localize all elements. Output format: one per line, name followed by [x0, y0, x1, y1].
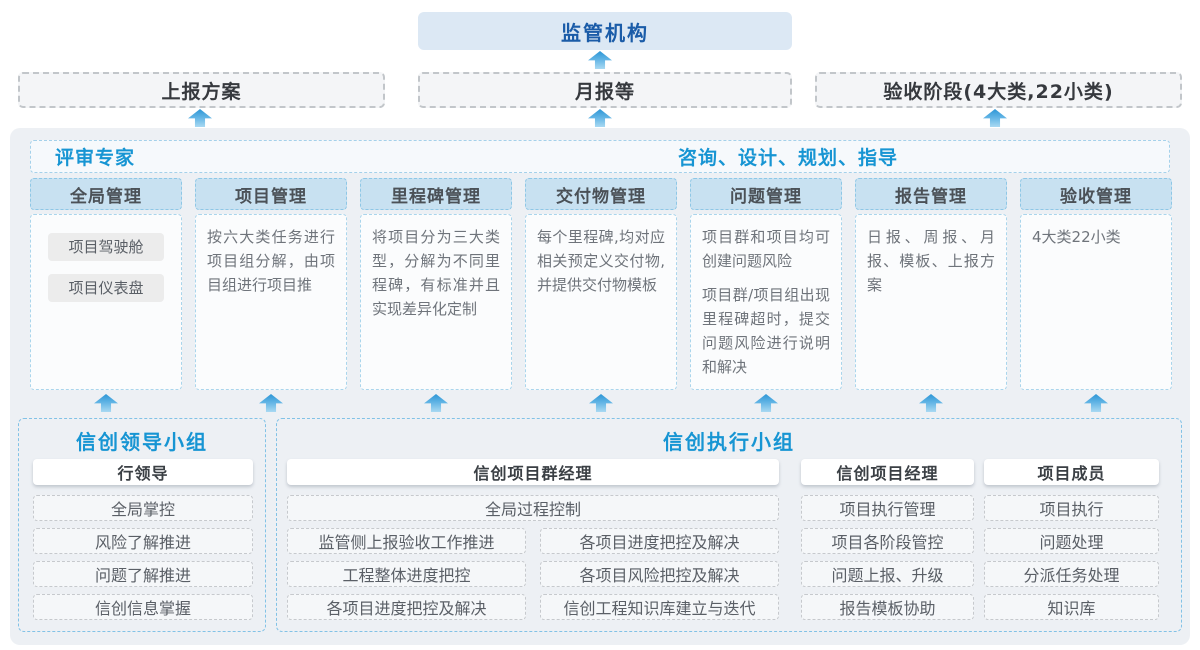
column-title: 交付物管理	[525, 178, 677, 210]
column-body: 每个里程碑,均对应相关预定义交付物,并提供交付物模板	[525, 214, 677, 390]
column-paragraph: 项目群和项目均可创建问题风险	[702, 228, 830, 270]
pill-cockpit: 项目驾驶舱	[48, 233, 164, 261]
column-body: 按六大类任务进行项目组分解，由项目组进行项目推	[195, 214, 347, 390]
arrow-up-icon	[919, 394, 943, 412]
column-title: 验收管理	[1020, 178, 1172, 210]
arrow-up-icon	[1084, 394, 1108, 412]
arrow-up-icon	[188, 109, 212, 127]
arrow-up-icon	[588, 109, 612, 127]
column-body: 项目群和项目均可创建问题风险 项目群/项目组出现里程碑超时，提交问题风险进行说明…	[690, 214, 842, 390]
proj-item: 项目执行管理	[801, 495, 974, 521]
arrow-up-icon	[754, 394, 778, 412]
column-deliverable-mgmt: 交付物管理 每个里程碑,均对应相关预定义交付物,并提供交付物模板	[525, 178, 677, 390]
leader-item: 风险了解推进	[33, 528, 253, 554]
member-item: 项目执行	[984, 495, 1159, 521]
role-bank-leader: 行领导	[33, 459, 253, 485]
member-item: 知识库	[984, 594, 1159, 620]
column-milestone-mgmt: 里程碑管理 将项目分为三大类型，分解为不同里程碑，有标准并且实现差异化定制	[360, 178, 512, 390]
member-item: 分派任务处理	[984, 561, 1159, 587]
arrow-up-icon	[589, 394, 613, 412]
proj-item: 问题上报、升级	[801, 561, 974, 587]
consulting-label: 咨询、设计、规划、指导	[678, 146, 899, 169]
execution-group-title: 信创执行小组	[663, 430, 795, 454]
role-project-manager: 信创项目经理	[801, 459, 974, 485]
column-title: 项目管理	[195, 178, 347, 210]
pm-item: 各项目风险把控及解决	[540, 561, 779, 587]
pm-item: 信创工程知识库建立与迭代	[540, 594, 779, 620]
column-title: 全局管理	[30, 178, 182, 210]
column-title: 报告管理	[855, 178, 1007, 210]
leader-item: 信创信息掌握	[33, 594, 253, 620]
column-title: 问题管理	[690, 178, 842, 210]
review-experts-label: 评审专家	[55, 146, 136, 169]
platform-container: 评审专家 咨询、设计、规划、指导 全局管理 项目驾驶舱 项目仪表盘 项目管理 按…	[10, 128, 1190, 645]
column-acceptance-mgmt: 验收管理 4大类22小类	[1020, 178, 1172, 390]
role-program-manager: 信创项目群经理	[287, 459, 779, 485]
proj-item: 项目各阶段管控	[801, 528, 974, 554]
report-box-plan: 上报方案	[18, 72, 385, 108]
arrow-up-icon	[94, 394, 118, 412]
arrow-up-icon	[588, 51, 612, 69]
report-box-acceptance: 验收阶段(4大类,22小类)	[815, 72, 1182, 108]
member-item: 问题处理	[984, 528, 1159, 554]
column-body: 将项目分为三大类型，分解为不同里程碑，有标准并且实现差异化定制	[360, 214, 512, 390]
column-body: 4大类22小类	[1020, 214, 1172, 390]
pm-item: 各项目进度把控及解决	[287, 594, 526, 620]
pm-item: 各项目进度把控及解决	[540, 528, 779, 554]
leader-item: 问题了解推进	[33, 561, 253, 587]
arrow-up-icon	[424, 394, 448, 412]
column-issue-mgmt: 问题管理 项目群和项目均可创建问题风险 项目群/项目组出现里程碑超时，提交问题风…	[690, 178, 842, 390]
regulator-box: 监管机构	[418, 12, 792, 50]
arrow-up-icon	[259, 394, 283, 412]
column-body: 项目驾驶舱 项目仪表盘	[30, 214, 182, 390]
role-project-member: 项目成员	[984, 459, 1159, 485]
column-report-mgmt: 报告管理 日报、周报、月报、模板、上报方案	[855, 178, 1007, 390]
leadership-group-title: 信创领导小组	[76, 430, 208, 454]
proj-item: 报告模板协助	[801, 594, 974, 620]
column-global-mgmt: 全局管理 项目驾驶舱 项目仪表盘	[30, 178, 182, 390]
column-title: 里程碑管理	[360, 178, 512, 210]
arrow-up-icon	[983, 109, 1007, 127]
leadership-group: 信创领导小组 行领导 全局掌控 风险了解推进 问题了解推进 信创信息掌握	[18, 418, 266, 632]
pm-item: 监管侧上报验收工作推进	[287, 528, 526, 554]
pm-item-full: 全局过程控制	[287, 495, 779, 521]
report-box-monthly: 月报等	[418, 72, 792, 108]
pill-dashboard: 项目仪表盘	[48, 274, 164, 302]
column-paragraph: 项目群/项目组出现里程碑超时，提交问题风险进行说明和解决	[702, 286, 830, 376]
experts-band: 评审专家 咨询、设计、规划、指导	[30, 140, 1170, 173]
pm-item: 工程整体进度把控	[287, 561, 526, 587]
column-project-mgmt: 项目管理 按六大类任务进行项目组分解，由项目组进行项目推	[195, 178, 347, 390]
column-body: 日报、周报、月报、模板、上报方案	[855, 214, 1007, 390]
execution-group: 信创执行小组 信创项目群经理 全局过程控制 监管侧上报验收工作推进 工程整体进度…	[276, 418, 1182, 632]
leader-item: 全局掌控	[33, 495, 253, 521]
